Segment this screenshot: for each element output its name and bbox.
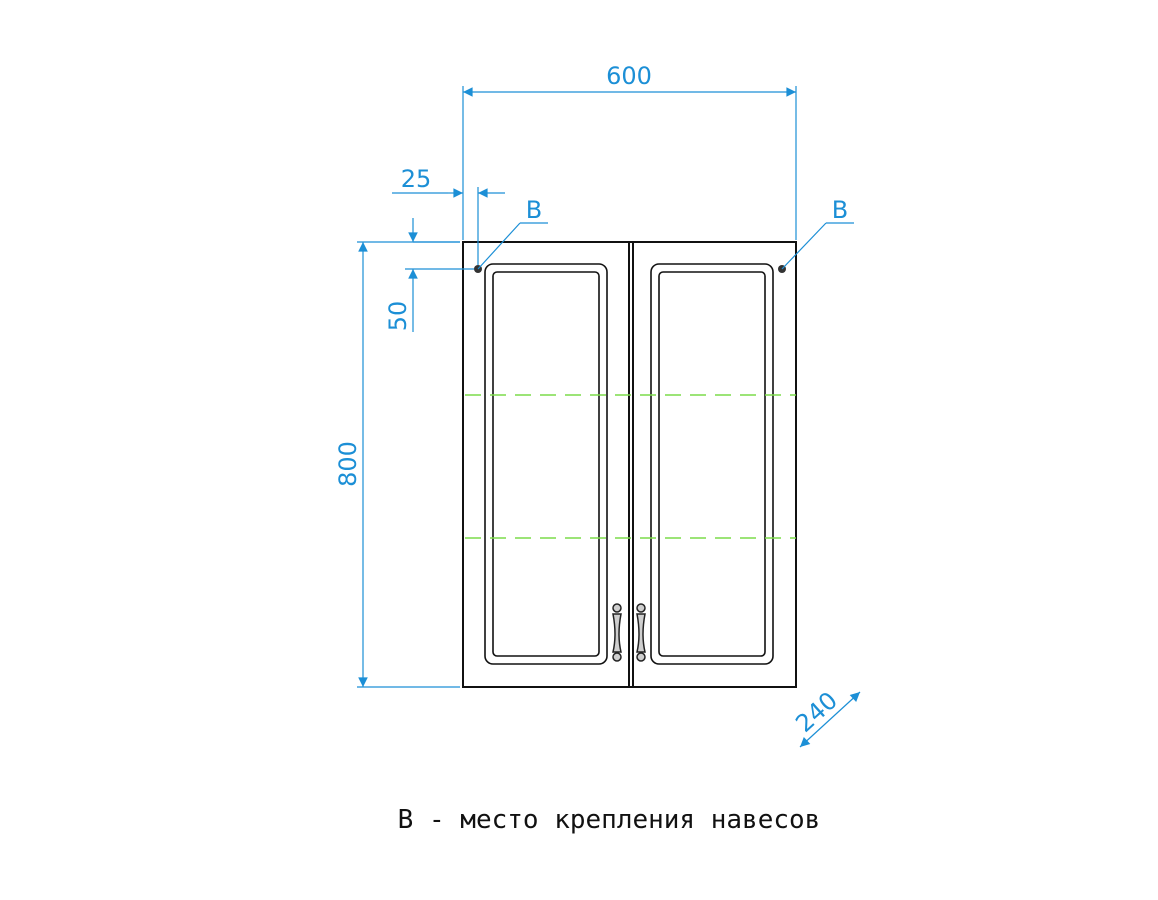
mount-callout-left: B	[477, 196, 548, 270]
left-door-frame-inner	[492, 271, 600, 657]
mount-offset-x-label: 25	[401, 165, 432, 193]
depth-label: 240	[790, 686, 843, 737]
mount-callout-left-label: B	[526, 196, 542, 224]
mount-callout-right: B	[781, 196, 854, 270]
height-dimension: 800	[334, 241, 460, 688]
left-door	[484, 263, 608, 665]
left-handle	[612, 603, 622, 662]
cabinet-body	[462, 241, 797, 688]
caption: B - место крепления навесов	[398, 805, 821, 835]
depth-dimension: 240	[790, 686, 861, 748]
height-label: 800	[334, 441, 362, 487]
mount-callout-right-label: B	[832, 196, 848, 224]
mount-offset-y-dimension: 50	[384, 218, 474, 332]
right-door-frame-inner	[658, 271, 766, 657]
width-dimension: 600	[462, 62, 797, 240]
mount-offset-x-dimension: 25	[392, 165, 505, 265]
right-door	[650, 263, 774, 665]
left-door-frame-outer	[484, 263, 608, 665]
right-door-frame-outer	[650, 263, 774, 665]
width-label: 600	[606, 62, 652, 90]
right-handle	[636, 603, 646, 662]
mount-offset-y-label: 50	[384, 301, 412, 332]
